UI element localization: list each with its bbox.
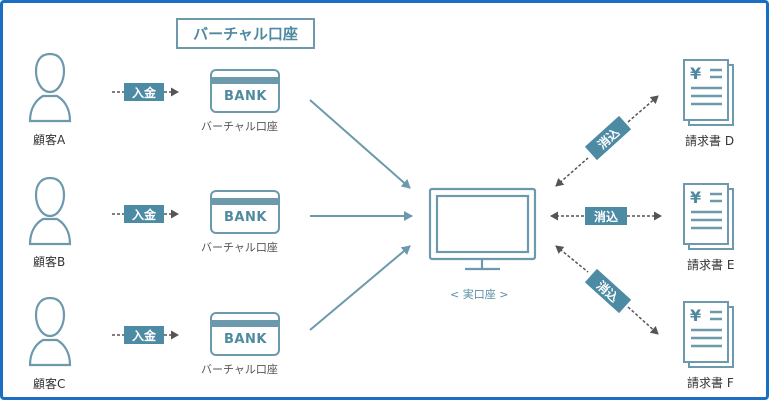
invoice-label-f: 請求書 F	[687, 376, 734, 390]
deposit-badge-b: 入金	[124, 205, 164, 223]
person-icon-a	[28, 52, 72, 123]
yen-icon-f: ¥	[690, 306, 702, 325]
person-icon-c	[28, 296, 72, 367]
person-icon-b	[28, 176, 72, 246]
virtual-account-label-2: バーチャル口座	[201, 241, 278, 254]
invoice-label-e: 請求書 E	[687, 258, 735, 272]
customer-label-a: 顧客A	[33, 133, 66, 147]
bank-card-icon-1	[210, 69, 280, 113]
deposit-badge-a: 入金	[124, 83, 164, 101]
deposit-badge-c: 入金	[124, 326, 164, 344]
reconcile-badge-e: 消込	[585, 207, 627, 225]
bank-card-text-1: BANK	[224, 89, 267, 104]
virtual-account-title: バーチャル口座	[176, 18, 315, 49]
computer-monitor-icon	[428, 187, 537, 271]
bank-card-text-3: BANK	[224, 332, 267, 347]
virtual-account-label-3: バーチャル口座	[201, 363, 278, 376]
bank-card-icon-2	[210, 190, 280, 234]
virtual-account-label-1: バーチャル口座	[201, 120, 278, 133]
bank-card-icon-3	[210, 312, 280, 356]
customer-label-c: 顧客C	[33, 377, 66, 391]
customer-label-b: 顧客B	[33, 255, 66, 269]
real-account-label: < 実口座 >	[450, 288, 509, 301]
bank-card-text-2: BANK	[224, 210, 267, 225]
invoice-icon-f	[683, 301, 734, 368]
invoice-icon-d	[683, 59, 734, 126]
invoice-icon-e	[683, 183, 734, 250]
invoice-label-d: 請求書 D	[685, 134, 735, 148]
yen-icon-d: ¥	[690, 64, 702, 83]
yen-icon-e: ¥	[690, 188, 702, 207]
